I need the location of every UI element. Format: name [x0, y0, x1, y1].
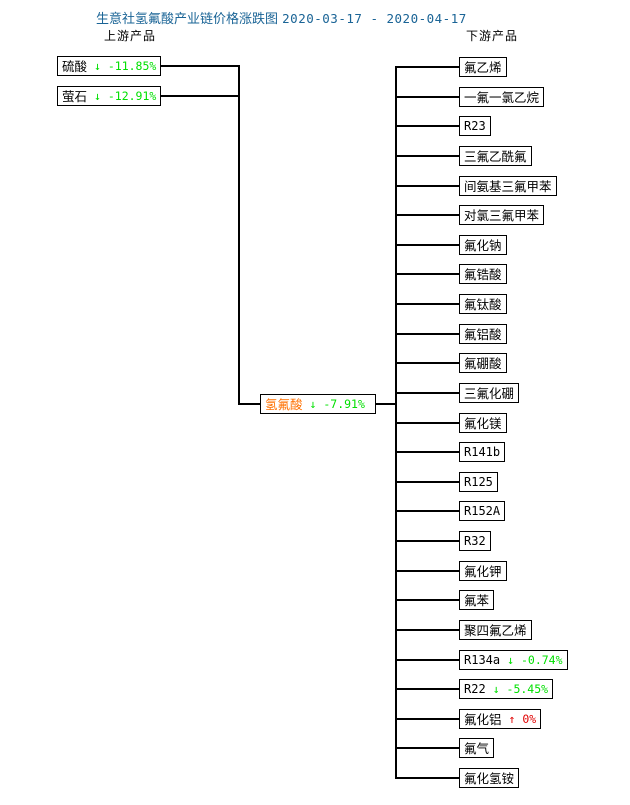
node-box[interactable]: 氟苯	[459, 590, 495, 610]
node-box[interactable]: 聚四氟乙烯	[459, 620, 532, 640]
node-label: 氟化氢铵	[464, 770, 515, 786]
center-node-box[interactable]: 氢氟酸 ↓ -7.91%	[260, 394, 376, 414]
connector-line-horizontal	[395, 362, 459, 364]
change-value: ↓ -11.85%	[94, 58, 157, 73]
connector-line-horizontal	[395, 688, 459, 690]
connector-line-horizontal	[395, 155, 459, 157]
connector-line-horizontal	[395, 481, 459, 483]
connector-line-horizontal	[395, 718, 459, 720]
node-label: 萤石	[62, 88, 88, 104]
node-label: 氟硼酸	[464, 355, 502, 371]
connector-line-horizontal	[395, 214, 459, 216]
connector-line-horizontal	[395, 747, 459, 749]
connector-line-horizontal	[395, 303, 459, 305]
node-box[interactable]: 间氨基三氟甲苯	[459, 176, 557, 196]
node-label: 氟气	[464, 740, 490, 756]
date-range: 2020-03-17 - 2020-04-17	[282, 11, 467, 26]
node-label: 氟化钾	[464, 563, 502, 579]
node-label: 氟化钠	[464, 237, 502, 253]
connector-line-horizontal	[376, 403, 395, 405]
node-label: 氟苯	[464, 592, 490, 608]
node-box[interactable]: 氟化氢铵	[459, 768, 520, 788]
node-label: 氟化镁	[464, 415, 502, 431]
node-box[interactable]: 一氟一氯乙烷	[459, 87, 545, 107]
node-label: R141b	[464, 444, 501, 459]
connector-line-horizontal	[395, 422, 459, 424]
node-label: 氟化铝	[464, 711, 502, 727]
change-value: ↓ -7.91%	[309, 396, 365, 411]
downstream-column-header: 下游产品	[466, 29, 519, 43]
connector-line-horizontal	[161, 65, 238, 67]
connector-line-horizontal	[395, 777, 459, 779]
node-box[interactable]: 氟化铝 ↑ 0%	[459, 709, 542, 729]
node-box[interactable]: 氟化镁	[459, 413, 507, 433]
node-box[interactable]: 氟化钠	[459, 235, 507, 255]
node-label: 氟锆酸	[464, 266, 502, 282]
connector-line-horizontal	[395, 96, 459, 98]
node-label: R134a	[464, 652, 501, 667]
node-label: 三氟化硼	[464, 385, 515, 401]
node-box[interactable]: 氟锆酸	[459, 264, 507, 284]
node-box[interactable]: 三氟化硼	[459, 383, 520, 403]
connector-line-horizontal	[395, 392, 459, 394]
node-label: R22	[464, 681, 486, 696]
node-label: 对氯三氟甲苯	[464, 207, 540, 223]
page-title: 生意社氢氟酸产业链价格涨跌图 2020-03-17 - 2020-04-17	[96, 8, 467, 27]
connector-line-horizontal	[238, 403, 260, 405]
node-label: 氢氟酸	[265, 396, 303, 412]
node-box[interactable]: R32	[459, 531, 491, 551]
connector-line-horizontal	[395, 659, 459, 661]
node-box[interactable]: 萤石 ↓ -12.91%	[57, 86, 162, 106]
connector-line-horizontal	[395, 540, 459, 542]
connector-line-horizontal	[395, 599, 459, 601]
upstream-column-header: 上游产品	[104, 29, 157, 43]
node-label: R152A	[464, 503, 501, 518]
node-box[interactable]: 氟乙烯	[459, 57, 507, 77]
change-value: ↓ -12.91%	[94, 88, 157, 103]
node-box[interactable]: 对氯三氟甲苯	[459, 205, 545, 225]
node-label: 氟钛酸	[464, 296, 502, 312]
change-value: ↑ 0%	[508, 711, 537, 726]
connector-line-vertical	[238, 65, 240, 403]
node-box[interactable]: 硫酸 ↓ -11.85%	[57, 56, 162, 76]
node-label: R32	[464, 533, 486, 548]
node-box[interactable]: 氟化钾	[459, 561, 507, 581]
node-box[interactable]: R23	[459, 116, 491, 136]
node-label: 一氟一氯乙烷	[464, 89, 540, 105]
node-label: 间氨基三氟甲苯	[464, 178, 552, 194]
connector-line-horizontal	[395, 273, 459, 275]
connector-line-vertical	[395, 66, 397, 778]
node-label: 硫酸	[62, 58, 88, 74]
connector-line-horizontal	[395, 333, 459, 335]
node-box[interactable]: R134a ↓ -0.74%	[459, 650, 568, 670]
node-label: 三氟乙酰氟	[464, 148, 527, 164]
connector-line-horizontal	[395, 629, 459, 631]
connector-line-horizontal	[395, 451, 459, 453]
title-text: 生意社氢氟酸产业链价格涨跌图	[96, 12, 279, 27]
node-box[interactable]: 氟钛酸	[459, 294, 507, 314]
connector-line-horizontal	[395, 570, 459, 572]
node-box[interactable]: R22 ↓ -5.45%	[459, 679, 554, 699]
node-label: R125	[464, 474, 493, 489]
node-box[interactable]: 三氟乙酰氟	[459, 146, 532, 166]
node-box[interactable]: R125	[459, 472, 498, 492]
connector-line-horizontal	[395, 66, 459, 68]
connector-line-horizontal	[395, 510, 459, 512]
connector-line-horizontal	[395, 185, 459, 187]
connector-line-horizontal	[395, 125, 459, 127]
node-box[interactable]: 氟硼酸	[459, 353, 507, 373]
node-label: 聚四氟乙烯	[464, 622, 527, 638]
node-label: 氟铝酸	[464, 326, 502, 342]
node-box[interactable]: 氟铝酸	[459, 324, 507, 344]
node-box[interactable]: 氟气	[459, 738, 495, 758]
node-box[interactable]: R152A	[459, 501, 506, 521]
node-label: R23	[464, 118, 486, 133]
connector-line-horizontal	[395, 244, 459, 246]
connector-line-horizontal	[161, 95, 238, 97]
node-box[interactable]: R141b	[459, 442, 506, 462]
change-value: ↓ -5.45%	[492, 681, 549, 696]
change-value: ↓ -0.74%	[507, 652, 563, 667]
node-label: 氟乙烯	[464, 59, 502, 75]
